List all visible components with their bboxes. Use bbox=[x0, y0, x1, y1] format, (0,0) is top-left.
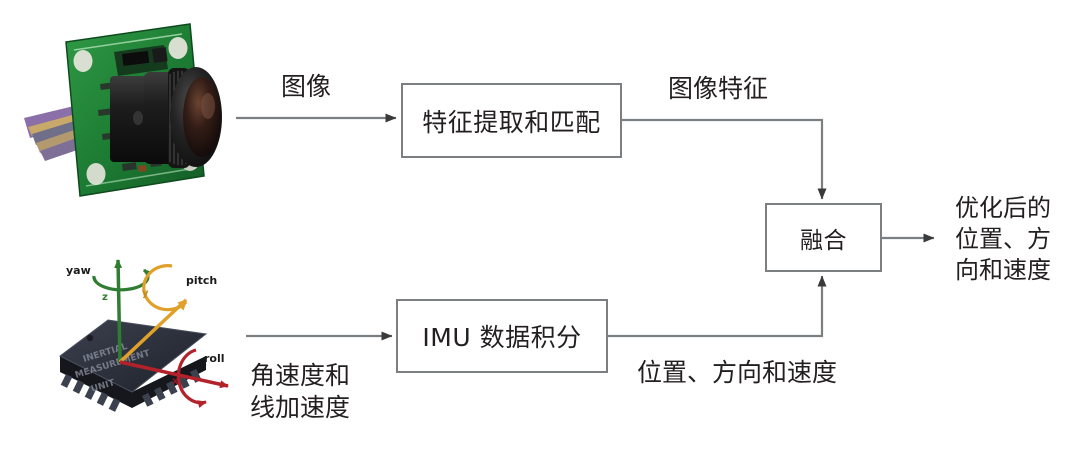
process-box-feature-extraction[interactable]: 特征提取和匹配 bbox=[401, 83, 622, 158]
label-axis-z: z bbox=[102, 292, 108, 303]
edge-label-image: 图像 bbox=[281, 72, 332, 101]
process-box-fusion[interactable]: 融合 bbox=[765, 203, 882, 272]
imu-package: INERTIAL MEASUREMENT UNIT bbox=[59, 319, 208, 412]
label-axis-y: y bbox=[142, 288, 149, 299]
process-box-imu-integration[interactable]: IMU 数据积分 bbox=[396, 299, 608, 373]
edge-label-image-features: 图像特征 bbox=[668, 74, 769, 103]
axis-pitch-y bbox=[118, 264, 188, 364]
camera-lens bbox=[110, 67, 222, 168]
edge-integration-to-fusion bbox=[608, 275, 827, 338]
edge-label-angular-and-linear-acceleration: 角速度和 线加速度 bbox=[250, 361, 351, 422]
label-axis-x: x bbox=[172, 376, 179, 387]
imu-chip-photo: INERTIAL MEASUREMENT UNIT yaw z pitch y bbox=[46, 238, 246, 434]
edge-feature-to-fusion bbox=[622, 118, 827, 200]
edge-label-pose-and-velocity: 位置、方向和速度 bbox=[637, 358, 838, 387]
camera-module-photo bbox=[18, 14, 236, 210]
output-label-optimized-pose-and-velocity: 优化后的 位置、方 向和速度 bbox=[955, 194, 1051, 285]
label-yaw: yaw bbox=[66, 264, 91, 277]
ribbon-cable bbox=[24, 106, 86, 161]
label-pitch: pitch bbox=[186, 274, 217, 287]
label-roll: roll bbox=[204, 352, 225, 365]
axis-roll-x bbox=[119, 348, 229, 408]
